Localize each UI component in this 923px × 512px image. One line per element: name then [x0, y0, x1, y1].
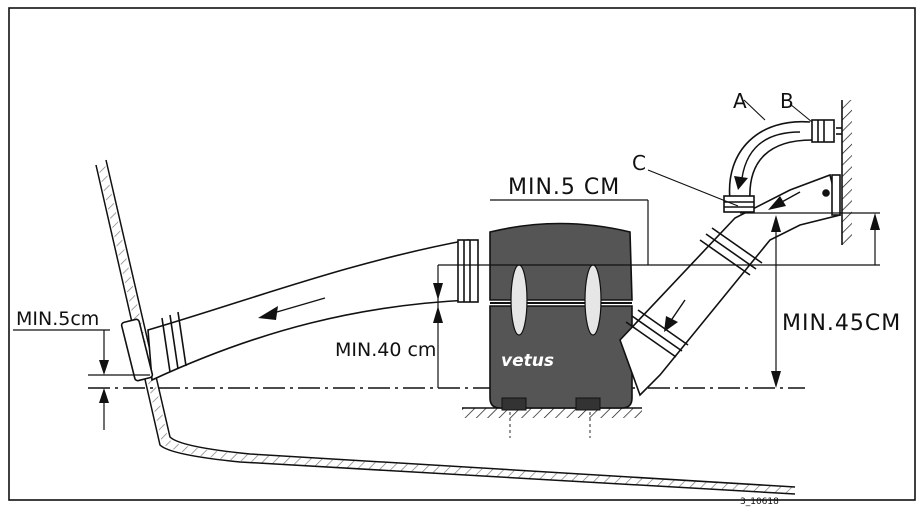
label-min40: MIN.40 cm: [335, 339, 436, 361]
transom-wall: [841, 100, 852, 245]
gooseneck: [723, 119, 842, 213]
dimension-min45: [771, 215, 781, 388]
flow-arrow-inlet: [664, 191, 801, 332]
frame: [8, 7, 916, 501]
label-a: A: [733, 89, 747, 113]
label-b: B: [780, 89, 794, 113]
boat-hull: [95, 159, 796, 495]
flow-arrow-gooseneck: [734, 131, 801, 190]
dimension-min40: [433, 265, 443, 388]
label-min45: MIN.45CM: [782, 311, 901, 336]
flow-arrow-left: [258, 297, 326, 320]
label-min5-top: MIN.5 CM: [508, 175, 620, 200]
drawing-code: 3_10618: [740, 497, 779, 507]
outlet-hose: [120, 239, 479, 382]
brand-label: vetus: [501, 351, 554, 371]
waterlock: vetus: [489, 222, 633, 411]
dimension-min5-left: [13, 329, 150, 430]
dimension-min5-top: [438, 199, 880, 266]
label-min5-left: MIN.5cm: [16, 308, 99, 330]
label-c: C: [632, 151, 646, 175]
inlet-hose: [619, 173, 841, 397]
